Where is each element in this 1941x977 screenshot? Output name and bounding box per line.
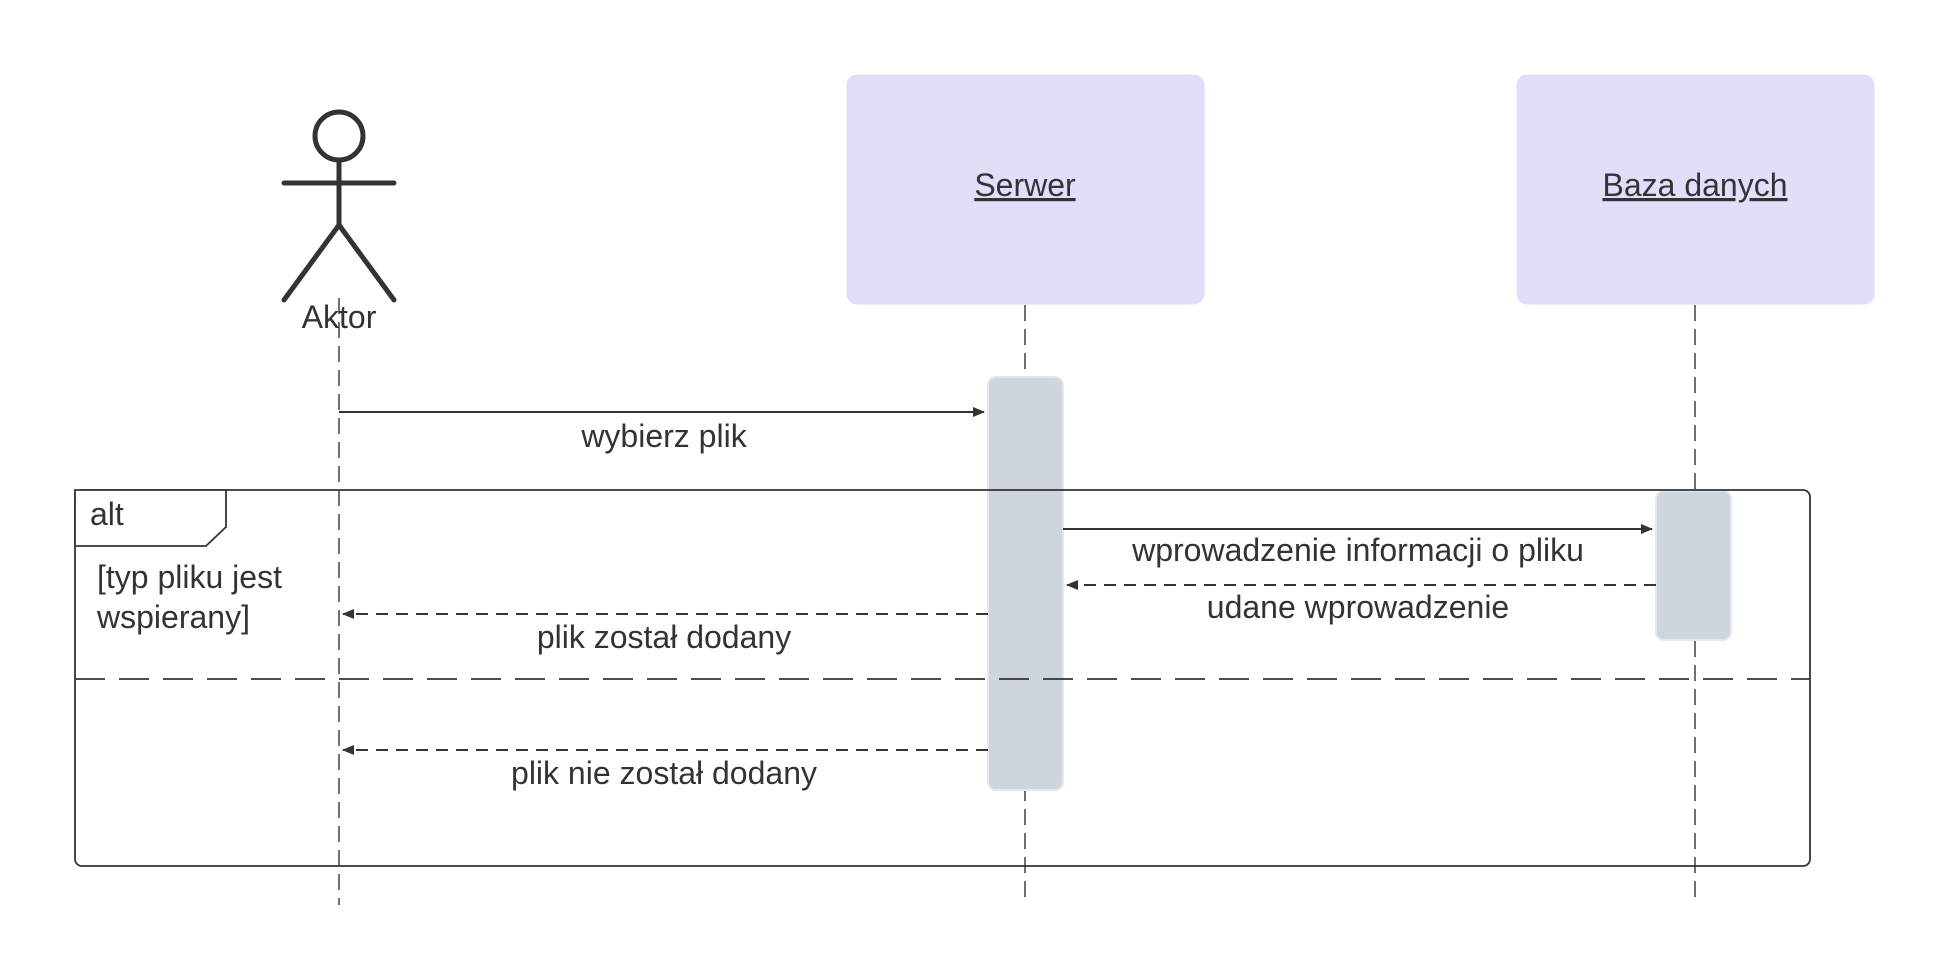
alt-fragment: alt [typ pliku jest wspierany] [74, 489, 1811, 867]
message-plik-nie-zostal-dodany: plik nie został dodany [342, 745, 988, 791]
fragment-operator-label: alt [90, 496, 124, 532]
message-plik-zostal-dodany: plik został dodany [342, 609, 988, 655]
message-udane-wprowadzenie: udane wprowadzenie [1066, 580, 1656, 625]
fragment-frame [74, 489, 1811, 867]
actor-label: Aktor [302, 299, 377, 335]
message-label: wprowadzenie informacji o pliku [1131, 532, 1584, 568]
fragment-guard-line-1: [typ pliku jest [97, 559, 282, 595]
message-wprowadzenie-informacji: wprowadzenie informacji o pliku [1063, 524, 1653, 568]
actor-figure-icon [281, 109, 397, 303]
message-label: wybierz plik [580, 418, 747, 454]
participant-baza-danych-label: Baza danych [1602, 167, 1787, 203]
message-label: udane wprowadzenie [1207, 589, 1509, 625]
participant-serwer[interactable]: Serwer [846, 74, 1205, 305]
participant-baza-danych[interactable]: Baza danych [1516, 74, 1875, 305]
activation-baza-danych [1655, 490, 1732, 641]
message-label: plik został dodany [537, 619, 791, 655]
message-label: plik nie został dodany [511, 755, 817, 791]
activation-serwer [987, 376, 1064, 791]
message-wybierz-plik: wybierz plik [339, 407, 985, 454]
fragment-operator-tab [74, 489, 227, 547]
fragment-guard-line-2: wspierany] [96, 599, 250, 635]
participant-serwer-label: Serwer [974, 167, 1076, 203]
